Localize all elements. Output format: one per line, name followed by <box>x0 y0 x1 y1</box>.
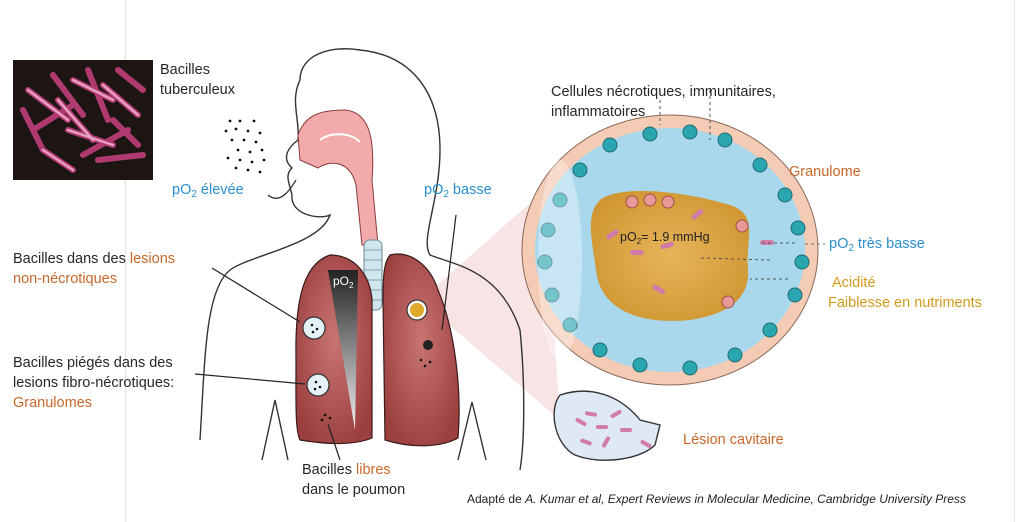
dying-cells <box>625 193 749 309</box>
free-bacilli-label: Bacilles libres dans le poumon <box>302 462 406 498</box>
slide-guide-left <box>125 0 126 522</box>
diffusion-arrows <box>659 90 795 280</box>
cavitary-lesion <box>553 390 661 461</box>
bacilli-micrograph <box>13 60 153 180</box>
slide-guide-right <box>1014 0 1015 522</box>
bacilli-label: Bacilles tuberculeux <box>160 62 235 98</box>
po2-gradient-label: pO2 <box>333 274 354 290</box>
po2-low-label: pO2 basse <box>424 182 492 200</box>
non-necrotic-label: Bacilles dans des lesions non-nécrotique… <box>13 251 176 287</box>
arrow-free-bacilli <box>327 423 341 461</box>
granuloma <box>521 90 819 386</box>
source-credit: Adapté de A. Kumar et al, Expert Reviews… <box>467 492 966 506</box>
cells-label: Cellules nécrotiques, immunitaires, infl… <box>551 84 776 120</box>
fibro-necrotic-lesion <box>306 373 330 397</box>
lesions <box>302 299 433 422</box>
po2-high-label: pO2 élevée <box>172 182 244 200</box>
core-bacilli <box>606 208 774 295</box>
right-lung <box>382 253 460 447</box>
non-necrotic-lesion <box>302 316 326 340</box>
granulome-label: Granulome <box>789 164 861 180</box>
po2-gradient-bar <box>328 270 358 430</box>
po2-core-value: pO2= 1.9 mmHg <box>620 230 710 246</box>
arrow-fibro-necrotic <box>194 373 306 385</box>
arrow-po2-low <box>441 214 457 331</box>
arrow-non-necrotic <box>211 267 301 323</box>
nasal-airway <box>297 109 379 246</box>
inhale-arrow <box>267 179 297 199</box>
cavitary-label: Lésion cavitaire <box>683 432 784 448</box>
inhaled-bacilli <box>224 119 266 174</box>
nutrients-label: Faiblesse en nutriments <box>828 295 982 311</box>
lymphocytes <box>537 124 810 376</box>
necrotic-core <box>590 190 750 321</box>
po2-very-low-label: pO2 très basse <box>829 236 925 254</box>
acidity-label: Acidité <box>832 275 876 291</box>
pointer-arrows <box>194 179 457 461</box>
fibro-necrotic-label: Bacilles piégés dans des lesions fibro-n… <box>13 355 175 411</box>
